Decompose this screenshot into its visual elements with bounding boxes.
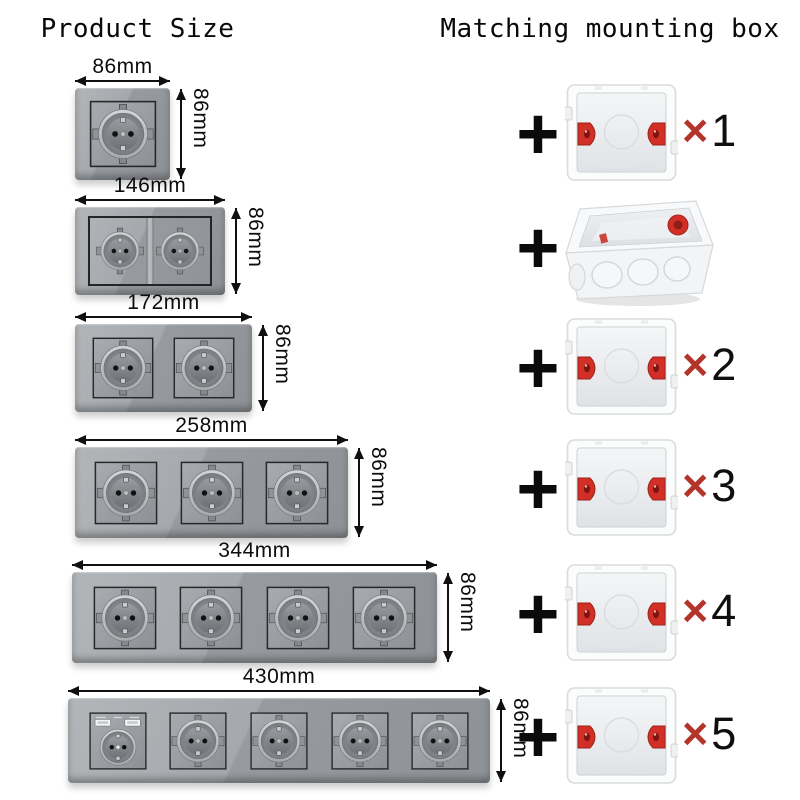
matching-mounting-box-title: Matching mounting box [440, 14, 780, 44]
socket-panel-2gang-shared [75, 207, 225, 295]
width-dimension-label: 430mm [242, 665, 316, 688]
height-dimension-arrow [176, 89, 186, 179]
height-dimension-arrow [231, 208, 241, 294]
multiply-sign: × [682, 708, 709, 759]
product-size-title: Product Size [40, 14, 235, 44]
multiplier-label: ×3 [682, 460, 736, 512]
socket-panel-5gang-usb [68, 698, 490, 783]
width-dimension-label: 146mm [113, 174, 187, 197]
width-dimension-label: 344mm [218, 539, 291, 562]
multiplier-count: 4 [711, 585, 737, 636]
mounting-box-3d-icon [550, 195, 728, 307]
eu-socket-icon [167, 710, 229, 772]
product-row-146mm: 146mm 86mm [75, 174, 267, 295]
eu-socket-icon [91, 584, 159, 652]
height-dimension-arrow [443, 573, 453, 662]
plus-icon: + [514, 101, 563, 166]
width-dimension-label: 258mm [175, 414, 248, 437]
multiply-sign: × [682, 339, 709, 390]
height-dimension-label: 86mm [456, 572, 479, 633]
eu-socket-icon [263, 459, 331, 527]
multiplier-label: ×1 [682, 105, 736, 157]
eu-socket-icon [87, 98, 159, 170]
width-dimension-arrow [75, 312, 252, 322]
plus-icon: + [514, 581, 563, 646]
mounting-box-icon [565, 317, 678, 417]
socket-panel-2gang [75, 324, 252, 412]
height-dimension-label: 86mm [189, 88, 212, 149]
eu-socket-icon [350, 584, 418, 652]
width-dimension-arrow [68, 686, 490, 696]
multiplier-label: ×2 [682, 339, 736, 391]
plus-icon: + [514, 704, 563, 769]
frame-divider [146, 218, 154, 284]
eu-socket-icon [171, 335, 237, 401]
plus-icon: + [514, 335, 563, 400]
height-dimension-arrow [258, 325, 268, 411]
width-dimension-arrow [75, 76, 170, 86]
mounting-box-icon [565, 83, 678, 183]
height-dimension-label: 86mm [367, 447, 390, 508]
mounting-box-icon [565, 438, 678, 538]
product-row-344mm: 344mm 86mm [72, 539, 479, 663]
height-dimension-label: 86mm [509, 698, 532, 759]
height-dimension-arrow [354, 448, 364, 537]
eu-socket-icon [248, 710, 310, 772]
multiplier-label: ×4 [682, 585, 736, 637]
product-row-172mm: 172mm 86mm [75, 291, 294, 412]
usb-socket-icon [87, 710, 149, 772]
eu-socket-icon [92, 459, 160, 527]
eu-socket-icon [178, 459, 246, 527]
socket-panel-4gang [72, 572, 437, 663]
multiplier-label: ×5 [682, 708, 736, 760]
eu-socket-icon [264, 584, 332, 652]
multiplier-count: 2 [711, 339, 737, 390]
eu-socket-icon [90, 335, 156, 401]
width-dimension-label: 86mm [92, 55, 153, 78]
eu-socket-icon [409, 710, 471, 772]
eu-socket-icon [329, 710, 391, 772]
multiplier-count: 5 [711, 708, 737, 759]
multiplier-count: 1 [711, 105, 737, 156]
height-dimension-arrow [496, 699, 506, 782]
height-dimension-label: 86mm [244, 207, 267, 268]
multiplier-label [682, 218, 685, 270]
width-dimension-arrow [72, 560, 437, 570]
eu-socket-icon [152, 223, 208, 279]
plus-icon: + [514, 456, 563, 521]
multiply-sign: × [682, 585, 709, 636]
eu-socket-icon [177, 584, 245, 652]
eu-socket-icon [92, 223, 148, 279]
shared-socket-frame [88, 216, 212, 286]
width-dimension-arrow [75, 195, 225, 205]
mounting-box-icon [565, 686, 678, 786]
multiply-sign: × [682, 460, 709, 511]
height-dimension-label: 86mm [271, 324, 294, 385]
product-row-258mm: 258mm 86mm [75, 414, 390, 538]
width-dimension-arrow [75, 435, 348, 445]
multiplier-count: 3 [711, 460, 737, 511]
mounting-box-icon [565, 563, 678, 663]
product-row-86mm: 86mm 86mm [75, 55, 212, 180]
width-dimension-label: 172mm [127, 291, 200, 314]
product-row-430mm: 430mm 86mm [68, 665, 532, 783]
socket-panel-3gang [75, 447, 348, 538]
socket-panel-1gang [75, 88, 170, 180]
multiply-sign: × [682, 105, 709, 156]
plus-icon: + [514, 215, 563, 280]
